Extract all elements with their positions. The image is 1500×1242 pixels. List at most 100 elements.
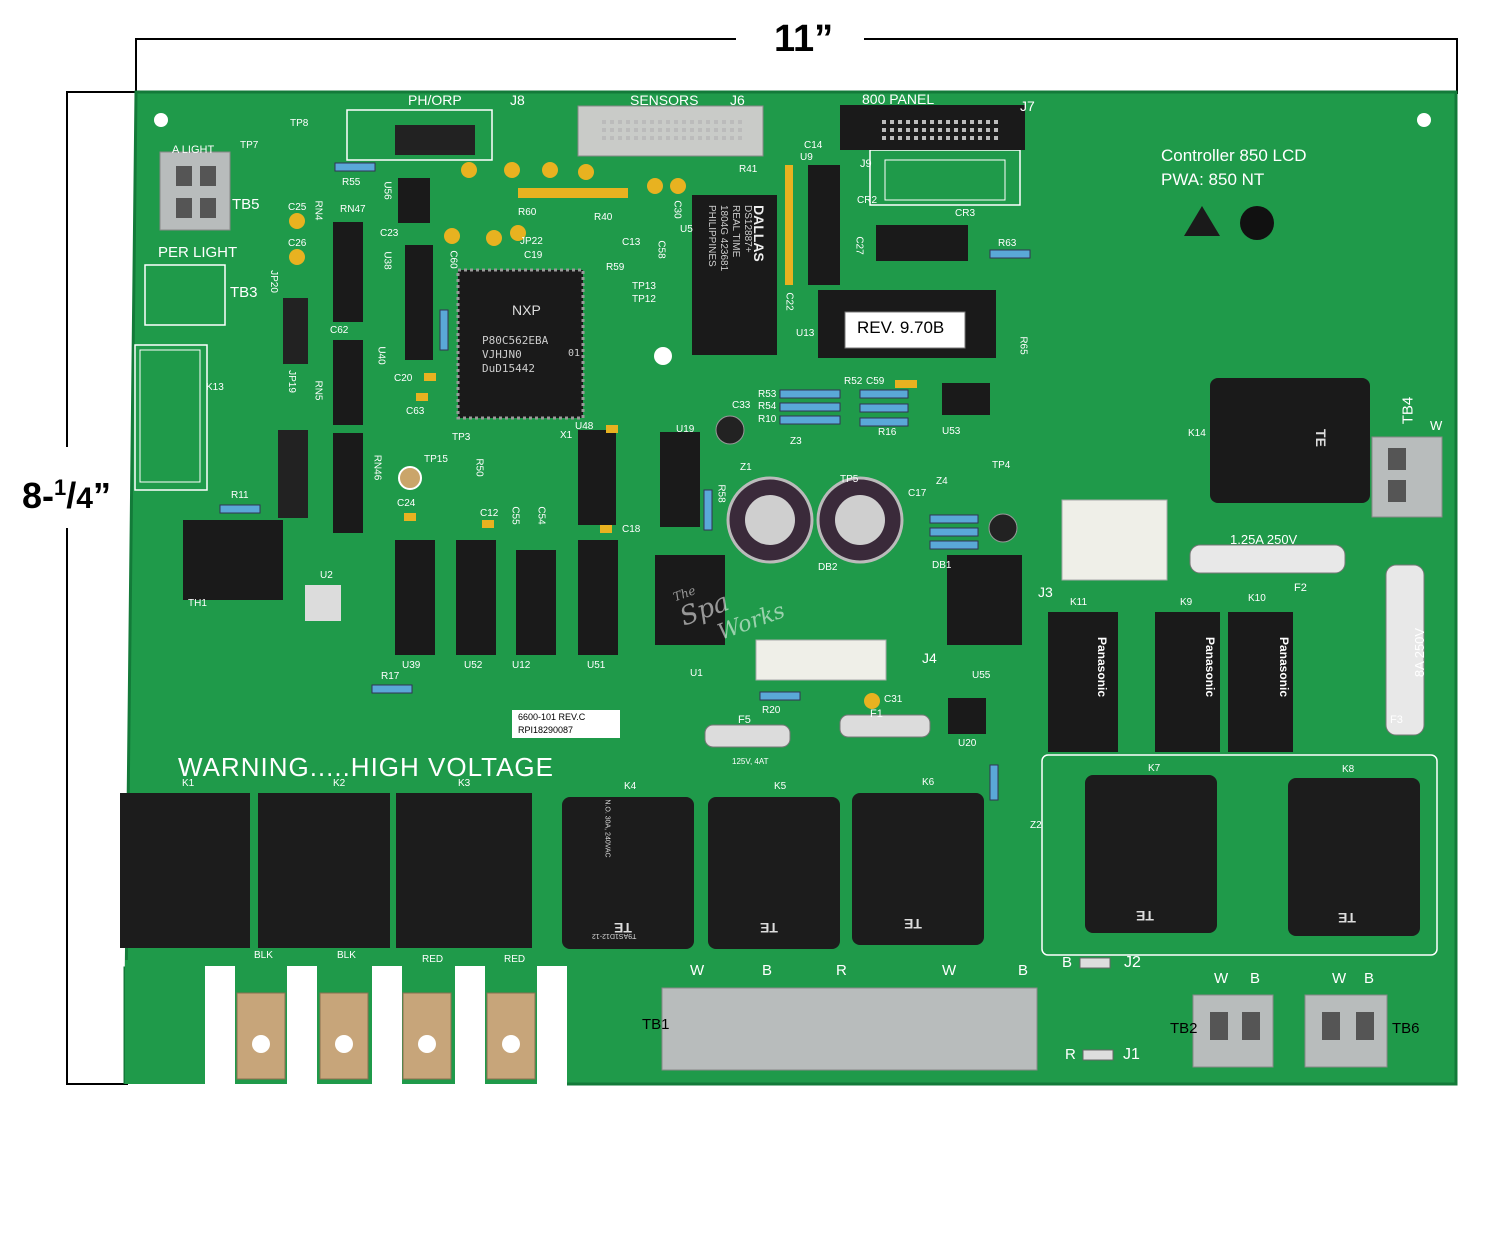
th1-heatsink	[183, 520, 283, 600]
tp13-label: TP13	[632, 281, 656, 292]
resistor-group	[219, 162, 1031, 801]
k14-label: K14	[1188, 428, 1206, 439]
r11-label: R11	[231, 490, 249, 501]
c14-label: C14	[804, 140, 823, 151]
ceramic-caps	[289, 162, 917, 709]
u1-heatsink	[655, 555, 725, 645]
fuse-f5	[704, 724, 791, 748]
tb2-wire-label-w: W	[1214, 970, 1229, 987]
rn46-label: RN46	[371, 454, 383, 481]
z3-label: Z3	[790, 436, 802, 447]
cr3-label: CR3	[955, 208, 976, 219]
k10-relay	[1228, 612, 1293, 752]
rtc-text-block: DALLAS DS12887+ REAL TIME 1804G 423681 P…	[705, 205, 767, 375]
c33-label: C33	[732, 400, 751, 411]
r50-label: R50	[473, 458, 485, 477]
fuse-f1	[839, 714, 931, 738]
height-label-sup: 1	[54, 475, 67, 500]
c62-label: C62	[330, 325, 349, 336]
j9-header	[884, 159, 1006, 201]
r41-label: R41	[739, 164, 758, 175]
u1-label: U1	[690, 668, 703, 679]
te-relay-model-k4: T9AS1D12-12	[592, 932, 637, 939]
k3-relay	[396, 793, 532, 948]
c20-label: C20	[394, 373, 413, 384]
tb4-terminal-block	[1371, 436, 1443, 518]
j8-header	[395, 125, 475, 155]
u40-label: U40	[375, 346, 387, 365]
mcu-line1: P80C562EBA	[482, 334, 549, 347]
rev-sticker-text: REV. 9.70B	[857, 318, 945, 337]
te-relay-brand-k5: TE	[760, 920, 778, 936]
small-cap	[988, 513, 1018, 543]
height-dimension-tick-bottom	[66, 1083, 128, 1085]
tb6-label: TB6	[1392, 1020, 1420, 1037]
k6-label: K6	[922, 777, 935, 788]
r17-label: R17	[381, 671, 400, 682]
height-label-sub: 4	[76, 482, 93, 515]
part-label-line1: 6600-101 REV.C	[518, 712, 586, 722]
te-relay-brand-k8: TE	[1338, 910, 1356, 926]
u38-label: U38	[381, 251, 393, 270]
k9-label: K9	[1180, 597, 1193, 608]
j1-label: J1	[1123, 1046, 1140, 1063]
tb3-label: TB3	[230, 284, 258, 301]
r52-label: R52	[844, 376, 863, 387]
a-light-label: A LIGHT	[172, 144, 215, 156]
k3-label: K3	[458, 778, 471, 789]
tb5-terminal-block	[159, 151, 231, 231]
tb2-terminal-block	[1192, 994, 1274, 1068]
tb5-label: TB5	[232, 196, 260, 213]
height-label-end: ”	[92, 475, 111, 516]
height-dimension-tick-top	[66, 91, 136, 93]
tp7-label: TP7	[240, 140, 259, 151]
r10-label: R10	[758, 414, 777, 425]
db1-label: DB1	[932, 560, 952, 571]
pcb-left-notch-5	[537, 966, 567, 1086]
te-relay-rating-k4: N.O. 30A, 240VAC	[603, 799, 611, 858]
c18-label: C18	[622, 524, 641, 535]
tb1-wire-label-b2: B	[1018, 962, 1029, 979]
z2-label: Z2	[1030, 820, 1042, 831]
mounting-hole	[154, 113, 168, 127]
tp12-label: TP12	[632, 294, 656, 305]
tb6-wire-label-b: B	[1364, 970, 1375, 987]
ul-recognized-icon	[1240, 206, 1274, 240]
r65-label: R65	[1017, 336, 1029, 355]
x1-label: X1	[560, 430, 573, 441]
mcu-chip	[456, 268, 585, 420]
u51-label: U51	[587, 660, 606, 671]
j7-label: J7	[1020, 98, 1035, 114]
c60-label: C60	[447, 250, 459, 269]
width-dimension-tick-left	[135, 38, 137, 94]
c27-label: C27	[853, 236, 865, 255]
u48-label: U48	[575, 421, 594, 432]
board-title-line1: Controller 850 LCD	[1161, 146, 1307, 165]
k4-relay	[562, 797, 694, 949]
height-dimension-label: 8-1/4”	[22, 466, 111, 521]
db2-label: DB2	[818, 562, 838, 573]
r55-label: R55	[342, 177, 361, 188]
panasonic-k10: Panasonic	[1277, 636, 1292, 698]
c24-label: C24	[397, 498, 416, 509]
width-dimension-line-right	[864, 38, 1458, 40]
panasonic-k11: Panasonic	[1095, 636, 1110, 698]
cr2-label: CR2	[857, 195, 878, 206]
c30-label: C30	[671, 200, 683, 219]
c17-label: C17	[908, 488, 927, 499]
c55-label: C55	[509, 506, 521, 525]
part-label-line2: RPI18290087	[518, 725, 574, 735]
tb2-wire-label-b: B	[1250, 970, 1261, 987]
height-dimension-line-bottom	[66, 528, 68, 1084]
u19-label: U19	[676, 424, 695, 435]
fuse-f3-rating: 8A 250V	[1412, 627, 1428, 678]
wire-label-blk-2: BLK	[337, 950, 356, 961]
wire-label-red-2: RED	[504, 954, 526, 965]
r53-label: R53	[758, 389, 777, 400]
fuse-f5-id: F5	[738, 714, 751, 726]
u12-label: U12	[512, 660, 531, 671]
k1-label: K1	[182, 778, 195, 789]
r59-label: R59	[606, 262, 625, 273]
j2-wire-label: B	[1062, 954, 1073, 971]
